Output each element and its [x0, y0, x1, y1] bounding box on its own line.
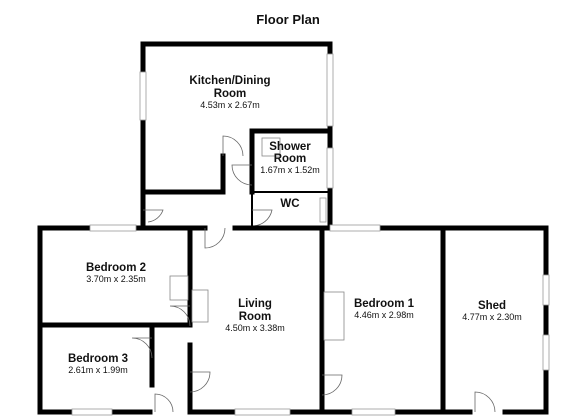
room-shower: Shower Room 1.67m x 1.52m — [260, 141, 320, 175]
kitchen-name-line1: Kitchen/Dining — [189, 75, 270, 87]
back-door — [143, 209, 164, 223]
bedroom1-wardrobe — [323, 291, 345, 341]
room-shed: Shed 4.77m x 2.30m — [462, 300, 522, 322]
bedroom2-dimensions: 3.70m x 2.35m — [86, 274, 146, 284]
shed-window-bottom — [542, 334, 550, 371]
bedroom2-cupboard — [169, 275, 189, 301]
shower-tray — [261, 137, 281, 157]
bedroom3-door — [131, 337, 153, 359]
bedroom2-window — [89, 224, 137, 232]
wc-door — [251, 209, 273, 227]
wc-name: WC — [280, 198, 299, 210]
living-name-line1: Living — [238, 298, 272, 310]
shower-dimensions: 1.67m x 1.52m — [260, 165, 320, 175]
shed-door — [474, 391, 496, 413]
shed-dimensions: 4.77m x 2.30m — [462, 312, 522, 322]
living-room-unit — [191, 289, 209, 323]
kitchen-dining-walls — [140, 41, 333, 229]
room-bedroom-3: Bedroom 3 2.61m x 1.99m — [68, 353, 128, 375]
room-wc: WC — [280, 198, 299, 210]
interior-walls — [37, 225, 446, 415]
living-room-door-side — [189, 371, 211, 393]
shower-door — [231, 164, 253, 186]
bedroom1-name: Bedroom 1 — [354, 298, 415, 310]
kitchen-window-right — [326, 53, 334, 127]
bedroom1-door — [321, 374, 343, 396]
wc-window — [319, 197, 327, 223]
shower-name-line2: Room — [274, 153, 307, 165]
room-bedroom-2: Bedroom 2 3.70m x 2.35m — [86, 262, 146, 284]
bedroom2-name: Bedroom 2 — [86, 262, 146, 274]
shower-name-line1: Shower — [269, 141, 311, 153]
living-dimensions: 4.50m x 3.38m — [225, 323, 285, 333]
bedroom3-window — [71, 408, 113, 416]
living-window — [234, 408, 291, 416]
plan-title: Floor Plan — [256, 12, 320, 27]
bedroom1-window-top — [329, 224, 381, 232]
shed-name: Shed — [478, 300, 506, 312]
shower-room-walls — [249, 128, 333, 195]
room-kitchen-dining: Kitchen/Dining Room 4.53m x 2.67m — [189, 75, 270, 110]
bedroom1-window-bottom — [351, 408, 396, 416]
bedroom2-door — [169, 305, 191, 327]
living-room-door-top — [204, 227, 226, 249]
kitchen-dimensions: 4.53m x 2.67m — [200, 100, 260, 110]
bedroom3-name: Bedroom 3 — [68, 353, 128, 365]
front-door — [154, 393, 174, 413]
living-name-line2: Room — [239, 311, 272, 323]
room-living: Living Room 4.50m x 3.38m — [225, 298, 285, 333]
kitchen-name-line2: Room — [214, 88, 247, 100]
kitchen-door — [222, 135, 244, 157]
bedroom1-dimensions: 4.46m x 2.98m — [354, 310, 414, 320]
kitchen-window-left — [139, 71, 147, 121]
shower-window — [326, 147, 334, 189]
shed-window-top — [542, 274, 550, 306]
bedroom3-dimensions: 2.61m x 1.99m — [68, 365, 128, 375]
room-bedroom-1: Bedroom 1 4.46m x 2.98m — [354, 298, 415, 320]
